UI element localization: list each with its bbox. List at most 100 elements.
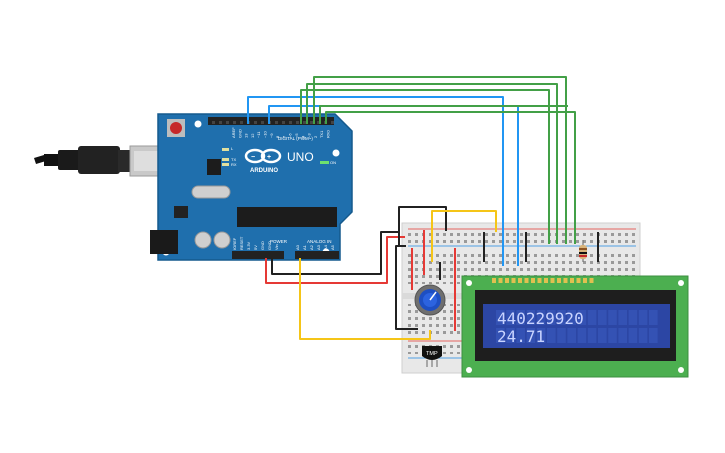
pin-label: TX1	[319, 130, 324, 138]
pin-label: ~5	[294, 133, 299, 138]
lcd-cell	[516, 328, 525, 343]
reset-button-cap[interactable]	[170, 122, 182, 134]
pin-label: A0	[295, 244, 300, 250]
pin-label: GND	[267, 241, 272, 250]
lcd-cell	[628, 328, 638, 343]
lcd-pin	[550, 278, 555, 283]
lcd-cell	[557, 310, 566, 325]
lcd-cell	[587, 310, 597, 325]
lcd-cell	[618, 310, 627, 325]
led-on-label: ON	[330, 160, 336, 165]
lcd-pin	[576, 278, 581, 283]
pin-label: 3.3V	[246, 241, 251, 250]
pin-label: RX0	[326, 129, 331, 138]
svg-text:+: +	[267, 154, 271, 161]
pin-label: 13	[244, 133, 249, 138]
wire-green-2	[306, 83, 558, 244]
lcd-cell	[608, 310, 617, 325]
lcd-cell	[516, 310, 525, 325]
wire-red-5v	[265, 236, 405, 284]
analog-header	[295, 251, 339, 259]
pin-label: ~6	[288, 133, 293, 138]
lcd-pin	[563, 278, 568, 283]
lcd-cell	[526, 310, 536, 325]
digital-header-label: DIGITAL (PWM~)	[278, 136, 313, 141]
lcd-cell	[557, 328, 566, 343]
pin-label: 2	[313, 135, 318, 138]
temperature-sensor[interactable]: TMP	[422, 346, 442, 367]
lcd-cell	[638, 328, 648, 343]
pin-label: GND	[237, 129, 242, 138]
lcd-pin	[570, 278, 574, 283]
lcd-cell	[536, 328, 546, 343]
power-header-label: POWER	[270, 239, 288, 244]
wire-black-gnd	[271, 231, 400, 275]
lcd-pin	[498, 278, 503, 283]
lcd-cell	[577, 310, 587, 325]
lcd-pin	[531, 278, 535, 283]
lcd-cell	[526, 328, 536, 343]
lcd-cell	[496, 328, 505, 343]
lcd-cell	[496, 310, 505, 325]
wire-green-3	[313, 76, 567, 244]
wire-yellow-bb	[431, 210, 497, 262]
arduino-uno-board[interactable]: − + ARDUINO UNO DIGITAL (PWM~) POWER ANA…	[150, 113, 353, 261]
lcd-pin	[583, 278, 587, 283]
lcd-cell	[506, 328, 515, 343]
lcd-line-2: 24.71	[497, 327, 545, 346]
lcd-pin	[518, 278, 522, 283]
lcd-cell	[598, 328, 607, 343]
lcd-cell	[649, 328, 658, 343]
lcd-pin	[492, 278, 496, 283]
pin-label: RESET	[239, 236, 244, 250]
lcd-line-1: 440229920	[497, 309, 584, 328]
pin-label: Vin	[274, 244, 279, 250]
lcd-pin	[537, 278, 542, 283]
lcd-cell	[608, 328, 617, 343]
lcd-cell	[598, 310, 607, 325]
pin-label: IOREF	[232, 237, 237, 250]
lcd-cell	[536, 310, 546, 325]
pin-label: 4	[300, 135, 305, 138]
potentiometer-knob[interactable]	[429, 291, 437, 301]
potentiometer[interactable]	[414, 284, 446, 316]
wires	[247, 76, 576, 340]
svg-text:−: −	[251, 154, 255, 161]
arduino-brand-label: ARDUINO	[250, 168, 278, 174]
lcd-cell	[628, 310, 638, 325]
resistor[interactable]	[579, 240, 587, 262]
wire-green-4	[319, 105, 568, 124]
pin-label: ~9	[269, 133, 274, 138]
lcd-character-cells	[496, 310, 658, 343]
pin-label: 5V	[253, 245, 258, 250]
lcd-cell	[567, 328, 576, 343]
lcd-cell	[547, 328, 556, 343]
lcd-pin-header	[492, 278, 594, 283]
pin-label: A3	[316, 244, 321, 250]
pin-label: GND	[260, 241, 265, 250]
pin-label: 12	[250, 133, 255, 138]
lcd-cell	[577, 328, 587, 343]
pin-label: AREF	[231, 127, 236, 138]
lcd-cell	[618, 328, 627, 343]
lcd-display[interactable]: 440229920 24.71	[461, 275, 689, 378]
wire-green-5	[325, 111, 576, 244]
usb-cable	[34, 145, 173, 177]
wire-blue-1	[247, 96, 504, 266]
arduino-logo: − +	[244, 148, 282, 164]
atmega-chip	[237, 207, 337, 227]
power-jack	[150, 230, 178, 254]
lcd-pin	[511, 278, 516, 283]
lcd-pin	[557, 278, 561, 283]
lcd-cell	[587, 328, 597, 343]
pin-label: ~10	[263, 130, 268, 138]
lcd-pin	[505, 278, 509, 283]
pin-label: 7	[281, 135, 286, 138]
pin-label: A4	[323, 244, 328, 250]
wire-black-bb-2	[395, 245, 418, 330]
power-header	[232, 251, 284, 259]
wire-yellow-a0	[299, 258, 431, 340]
